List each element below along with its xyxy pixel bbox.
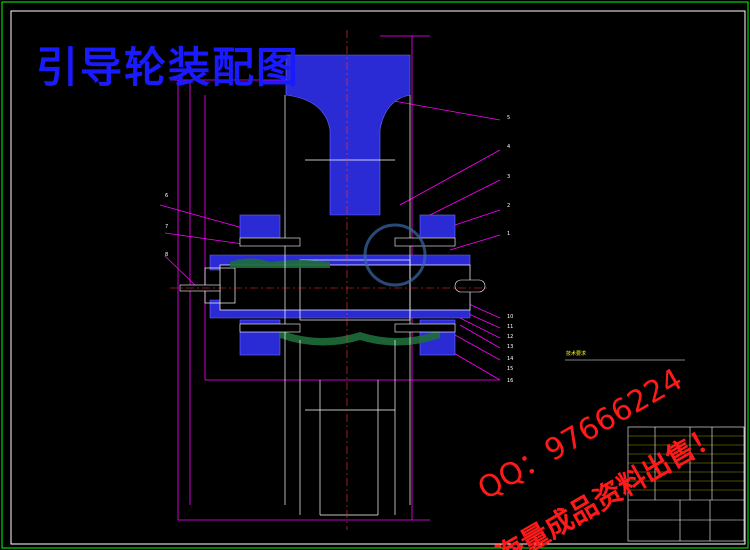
callout-number: 10 bbox=[507, 314, 513, 320]
callout-number: 16 bbox=[507, 378, 513, 384]
centerlines bbox=[170, 30, 490, 530]
shaft-assembly bbox=[204, 259, 471, 321]
callout-number: 15 bbox=[507, 366, 513, 372]
section-seal bbox=[230, 258, 440, 346]
title-block bbox=[627, 426, 745, 542]
callout-number: 5 bbox=[507, 115, 510, 121]
drawing-border bbox=[10, 10, 746, 545]
callout-number: 13 bbox=[507, 344, 513, 350]
title-block-rows bbox=[628, 435, 744, 491]
callout-number: 11 bbox=[507, 324, 513, 330]
bolts bbox=[179, 237, 486, 333]
callout-number: 12 bbox=[507, 334, 513, 340]
callout-number: 7 bbox=[165, 224, 168, 230]
callout-number: 2 bbox=[507, 203, 510, 209]
callout-labels: 6 7 8 5 4 3 2 1 10 11 12 13 14 15 16 bbox=[165, 115, 513, 384]
callout-number: 14 bbox=[507, 356, 513, 362]
lower-rim bbox=[284, 95, 411, 516]
notes-heading: 技术要求 bbox=[566, 351, 587, 357]
callout-number: 4 bbox=[507, 144, 510, 150]
callout-number: 3 bbox=[507, 174, 510, 180]
callout-number: 1 bbox=[507, 231, 510, 237]
callout-number: 8 bbox=[165, 252, 168, 258]
callout-number: 6 bbox=[165, 193, 168, 199]
drawing-title: 引导轮装配图 bbox=[36, 43, 301, 92]
watermark-logo bbox=[363, 223, 427, 287]
